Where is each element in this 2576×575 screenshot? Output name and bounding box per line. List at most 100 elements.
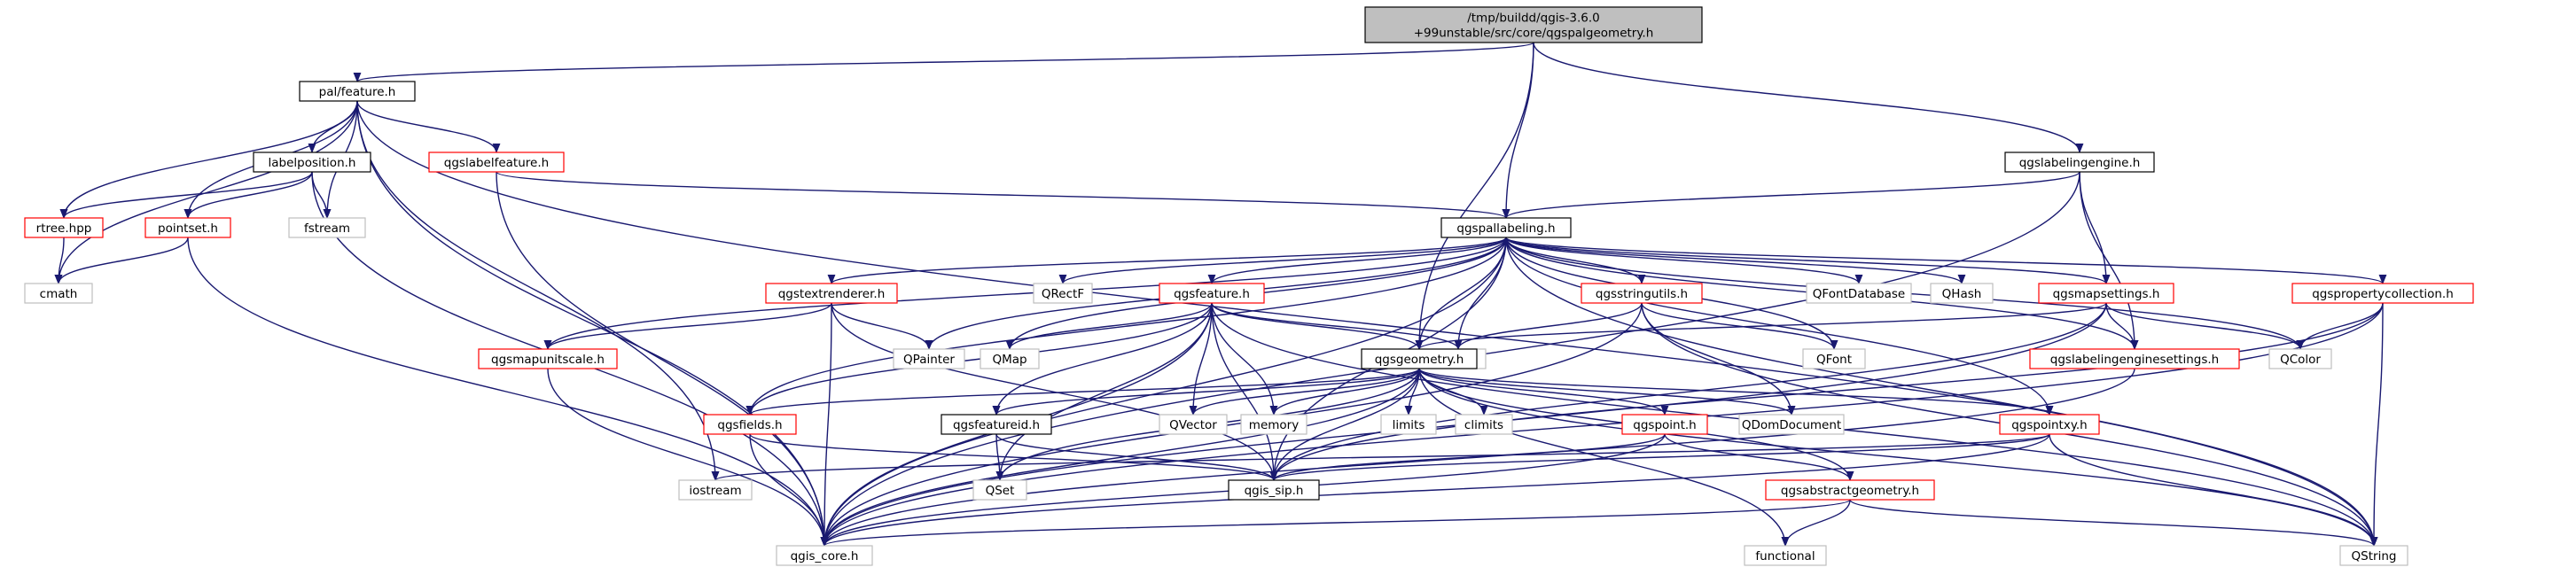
node-qgslabelingengine-box [2004, 152, 2155, 173]
node-qfont-box [1802, 348, 1866, 369]
edge-qgsabstractgeometry-to-functional [1781, 499, 1851, 548]
node-qgspropertycollection[interactable]: qgspropertycollection.h [2291, 283, 2474, 304]
edge-qgspointxy-to-qgis-core [820, 433, 2050, 548]
node-qgslabelingenginesettings[interactable]: qgslabelingenginesettings.h [2029, 348, 2240, 369]
node-root[interactable]: /tmp/buildd/qgis-3.6.0+99unstable/src/co… [1364, 6, 1703, 43]
edge-qgsgeometry-to-qgspoint [1418, 368, 1669, 416]
node-qpainter-label: QPainter [903, 353, 955, 367]
node-qgspropertycollection-box [2291, 283, 2474, 304]
node-iostream-label: iostream [689, 484, 741, 498]
edge-qgspallabeling-to-qgsfields [745, 237, 1507, 416]
node-qgsfields-box [703, 414, 797, 435]
node-qdomdocument-box [1738, 414, 1845, 435]
node-functional-label: functional [1755, 549, 1815, 563]
edge-qgsfeatureid-to-qset [995, 433, 1004, 482]
node-qgstextrenderer[interactable]: qgstextrenderer.h [765, 283, 898, 304]
edge-qgsstringutils-to-qdomdocument [1641, 302, 1796, 416]
node-qgspallabeling-label: qgspallabeling.h [1456, 221, 1555, 236]
node-feature[interactable]: pal/feature.h [299, 81, 416, 102]
edge-feature-to-qgis-core [356, 100, 829, 548]
edge-qgslabelfeature-to-qgspallabeling [496, 171, 1510, 220]
node-root-box [1364, 6, 1703, 43]
node-qgspointxy-box [1999, 414, 2100, 435]
edge-qgsfeatureid-to-qgis-sip [995, 433, 1278, 482]
node-qgsstringutils-label: qgsstringutils.h [1596, 287, 1688, 301]
node-limits-label: limits [1393, 418, 1425, 432]
node-qgsfeature-label: qgsfeature.h [1174, 287, 1250, 301]
node-qcolor-label: QColor [2280, 353, 2321, 367]
node-qgsmapunitscale-label: qgsmapunitscale.h [491, 353, 605, 367]
edge-root-to-qgspallabeling [1502, 42, 1534, 220]
node-qvector-box [1159, 414, 1228, 435]
node-cmath-box [24, 283, 93, 304]
node-functional: functional [1744, 545, 1827, 566]
node-qgslabelfeature-label: qgslabelfeature.h [444, 156, 549, 170]
node-qfontdatabase: QFontDatabase [1806, 283, 1912, 304]
edge-qgsgeometry-to-memory [1269, 368, 1420, 416]
node-pointset[interactable]: pointset.h [144, 217, 231, 238]
edge-pointset-to-cmath [54, 237, 189, 285]
node-functional-box [1744, 545, 1827, 566]
node-rtree-label: rtree.hpp [36, 221, 92, 236]
node-qgis-sip-box [1228, 479, 1320, 501]
edge-qgspallabeling-to-qgis-core [820, 237, 1507, 548]
node-qstring: QString [2339, 545, 2408, 566]
edge-qgsgeometry-to-qvector [1189, 368, 1420, 416]
node-qhash-box [1930, 283, 1994, 304]
node-qgsfeature-box [1159, 283, 1265, 304]
edge-qgspallabeling-to-qrectf [1058, 237, 1507, 285]
node-qcolor: QColor [2268, 348, 2332, 369]
node-qhash: QHash [1930, 283, 1994, 304]
node-root-label-line-2: +99unstable/src/core/qgspalgeometry.h [1414, 27, 1654, 41]
node-pointset-box [144, 217, 231, 238]
edge-qgsfeature-to-qgsgeometry [1211, 302, 1424, 351]
node-qgsmapunitscale-box [478, 348, 618, 369]
node-cmath-label: cmath [40, 287, 78, 301]
node-pointset-label: pointset.h [158, 221, 218, 236]
node-labelposition[interactable]: labelposition.h [253, 152, 371, 173]
node-qgsmapsettings[interactable]: qgsmapsettings.h [2038, 283, 2174, 304]
edge-qgsfields-to-qgis-sip [749, 433, 1278, 482]
edge-qgslabelingengine-to-qgspallabeling [1502, 171, 2080, 220]
node-qgspoint[interactable]: qgspoint.h [1621, 414, 1708, 435]
node-qgsabstractgeometry-box [1765, 479, 1935, 501]
node-qgspallabeling-box [1440, 217, 1572, 238]
edge-qgslabelfeature-to-qgis-core [496, 171, 829, 548]
node-qgis-sip[interactable]: qgis_sip.h [1228, 479, 1320, 501]
node-rtree[interactable]: rtree.hpp [24, 217, 104, 238]
edge-qgsgeometry-to-qgis-sip [1269, 368, 1420, 482]
node-qgsstringutils[interactable]: qgsstringutils.h [1581, 283, 1703, 304]
node-qgslabelingengine[interactable]: qgslabelingengine.h [2004, 152, 2155, 173]
node-qgspallabeling[interactable]: qgspallabeling.h [1440, 217, 1572, 238]
node-qgsfeature[interactable]: qgsfeature.h [1159, 283, 1265, 304]
edge-qgstextrenderer-to-qgsmapunitscale [543, 302, 832, 351]
node-qgsmapunitscale[interactable]: qgsmapunitscale.h [478, 348, 618, 369]
node-memory-label: memory [1249, 418, 1299, 432]
node-qrectf-label: QRectF [1042, 287, 1084, 301]
node-labelposition-box [253, 152, 371, 173]
node-fstream-box [288, 217, 366, 238]
edge-qgsfields-to-qgis-core [749, 433, 829, 548]
edge-qgspointxy-to-qstring [2049, 433, 2378, 548]
edge-feature-to-qgslabelfeature [356, 100, 501, 154]
node-qgslabelfeature-box [428, 152, 565, 173]
node-qgsfeatureid[interactable]: qgsfeatureid.h [941, 414, 1052, 435]
node-qgsgeometry-box [1361, 348, 1478, 369]
edge-feature-to-cmath [54, 100, 358, 285]
node-qmap-box [980, 348, 1040, 369]
node-qgsabstractgeometry[interactable]: qgsabstractgeometry.h [1765, 479, 1935, 501]
edge-qgsfeature-to-qgsfeatureid [992, 302, 1213, 416]
node-qgis-core: qgis_core.h [776, 545, 873, 566]
edge-qgspointxy-to-iostream [712, 433, 2050, 482]
node-qdomdocument: QDomDocument [1738, 414, 1845, 435]
node-qgsfields[interactable]: qgsfields.h [703, 414, 797, 435]
edge-qgspropertycollection-to-qstring [2369, 302, 2384, 548]
node-qgspointxy[interactable]: qgspointxy.h [1999, 414, 2100, 435]
node-qgsgeometry[interactable]: qgsgeometry.h [1361, 348, 1478, 369]
node-qgslabelfeature[interactable]: qgslabelfeature.h [428, 152, 565, 173]
edge-qgspoint-to-qgis-sip [1269, 433, 1666, 482]
edge-qgsfeature-to-memory [1211, 302, 1278, 416]
edge-qgspallabeling-to-qgsfeature [1207, 237, 1507, 285]
node-qvector-label: QVector [1169, 418, 1217, 432]
edge-qgsgeometry-to-qgsfields [745, 368, 1420, 416]
